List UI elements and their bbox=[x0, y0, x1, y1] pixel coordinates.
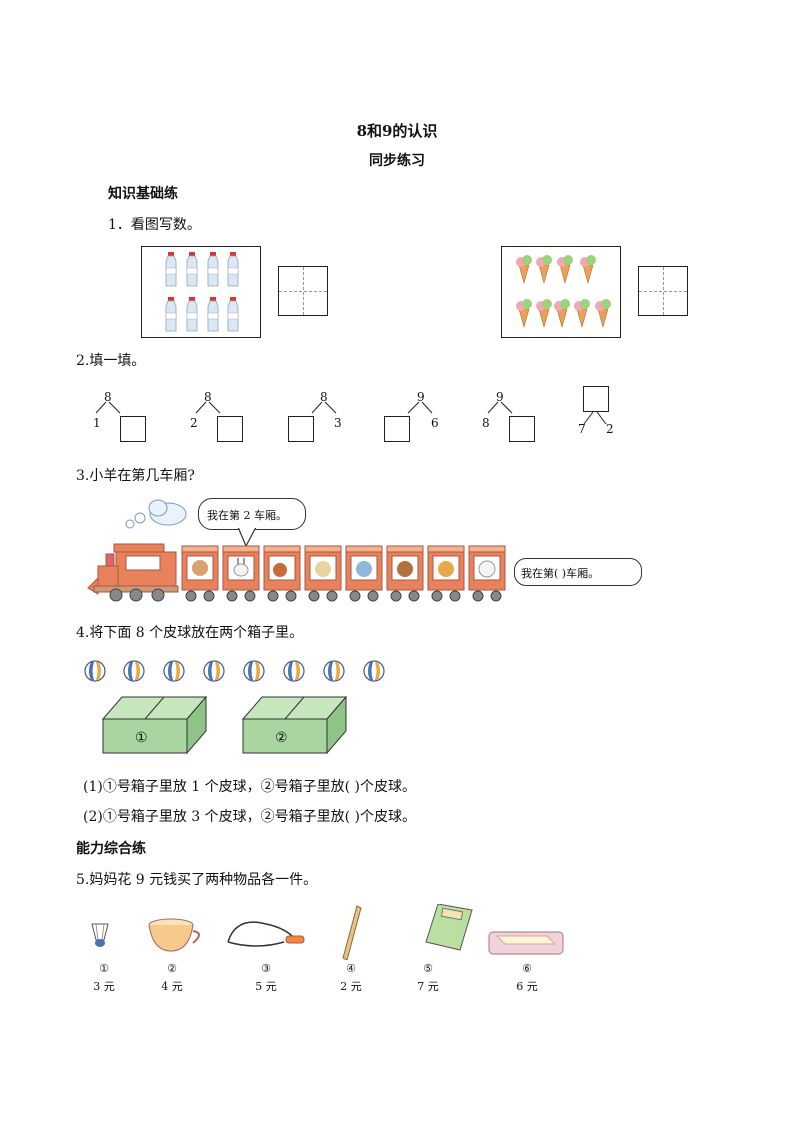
bond-1-left: 1 bbox=[93, 416, 101, 430]
box-1-label: ① bbox=[135, 730, 148, 746]
item-2-price: 4 元 bbox=[161, 980, 183, 993]
bond-5-answer-box[interactable] bbox=[509, 416, 535, 442]
speech-bubble-2-text: 我在第( )车厢。 bbox=[521, 567, 600, 580]
bond-2-left: 2 bbox=[190, 416, 198, 430]
item-1-price: 3 元 bbox=[93, 980, 115, 993]
answer-grid-1[interactable] bbox=[278, 266, 328, 316]
speech-bubble-1: 我在第 2 车厢。 bbox=[198, 498, 306, 530]
bond-1-top: 8 bbox=[104, 390, 112, 404]
bond-4-right: 6 bbox=[431, 416, 439, 430]
bond-3-top: 8 bbox=[320, 390, 328, 404]
question-1-label: 1．看图写数。 bbox=[108, 217, 201, 233]
bond-6-left: 7 bbox=[578, 422, 586, 436]
speech-bubble-2: 我在第( )车厢。 bbox=[514, 558, 642, 586]
bond-4-answer-box[interactable] bbox=[384, 416, 410, 442]
item-6-number: ⑥ bbox=[522, 962, 532, 975]
question-3-label: 3.小羊在第几车厢? bbox=[76, 468, 195, 484]
item-4-price: 2 元 bbox=[340, 980, 362, 993]
bond-2-top: 8 bbox=[204, 390, 212, 404]
section-heading-ability: 能力综合练 bbox=[76, 841, 146, 857]
bottles-picture bbox=[141, 246, 261, 338]
item-5-number: ⑤ bbox=[423, 962, 433, 975]
steam-cloud-icon bbox=[125, 499, 187, 529]
box-2-icon bbox=[242, 696, 348, 754]
notebook-icon bbox=[425, 904, 473, 951]
section-heading-basic: 知识基础练 bbox=[108, 186, 178, 202]
answer-grid-2[interactable] bbox=[638, 266, 688, 316]
box-1-icon bbox=[102, 696, 208, 754]
question-5-label: 5.妈妈花 9 元钱买了两种物品各一件。 bbox=[76, 872, 318, 888]
bond-1-answer-box[interactable] bbox=[120, 416, 146, 442]
item-3-price: 5 元 bbox=[255, 980, 277, 993]
item-5-price: 7 元 bbox=[417, 980, 439, 993]
item-2-number: ② bbox=[167, 962, 177, 975]
item-3-number: ③ bbox=[261, 962, 271, 975]
cup-icon bbox=[148, 918, 200, 952]
number-bonds bbox=[95, 401, 607, 425]
items-illustrations bbox=[91, 904, 564, 960]
balls-row bbox=[84, 660, 385, 682]
ruler-icon bbox=[342, 905, 362, 960]
page-title: 8和9的认识 bbox=[356, 122, 438, 140]
item-1-number: ① bbox=[99, 962, 109, 975]
page-subtitle: 同步练习 bbox=[369, 153, 425, 169]
pencil-case-icon bbox=[488, 931, 564, 955]
train-illustration bbox=[87, 543, 506, 602]
bottles-icon bbox=[165, 251, 239, 332]
box-2-label: ② bbox=[275, 730, 288, 746]
question-4-line-2: (2)①号箱子里放 3 个皮球，②号箱子里放( )个皮球。 bbox=[83, 809, 417, 825]
bond-3-right: 3 bbox=[334, 416, 342, 430]
bond-4-top: 9 bbox=[417, 390, 425, 404]
icecream-picture bbox=[501, 246, 621, 338]
bond-3-answer-box[interactable] bbox=[288, 416, 314, 442]
bond-2-answer-box[interactable] bbox=[217, 416, 243, 442]
item-6-price: 6 元 bbox=[516, 980, 538, 993]
bond-6-answer-box[interactable] bbox=[583, 386, 609, 412]
icecream-icon bbox=[515, 254, 612, 328]
item-4-number: ④ bbox=[346, 962, 356, 975]
bond-5-left: 8 bbox=[482, 416, 490, 430]
bond-6-right: 2 bbox=[606, 422, 614, 436]
question-4-line-1: (1)①号箱子里放 1 个皮球，②号箱子里放( )个皮球。 bbox=[83, 779, 417, 795]
speech-bubble-1-text: 我在第 2 车厢。 bbox=[207, 509, 287, 522]
jump-rope-icon bbox=[227, 921, 305, 947]
shuttlecock-icon bbox=[91, 923, 109, 947]
question-2-label: 2.填一填。 bbox=[76, 353, 146, 369]
question-4-label: 4.将下面 8 个皮球放在两个箱子里。 bbox=[76, 625, 304, 641]
bond-5-top: 9 bbox=[496, 390, 504, 404]
